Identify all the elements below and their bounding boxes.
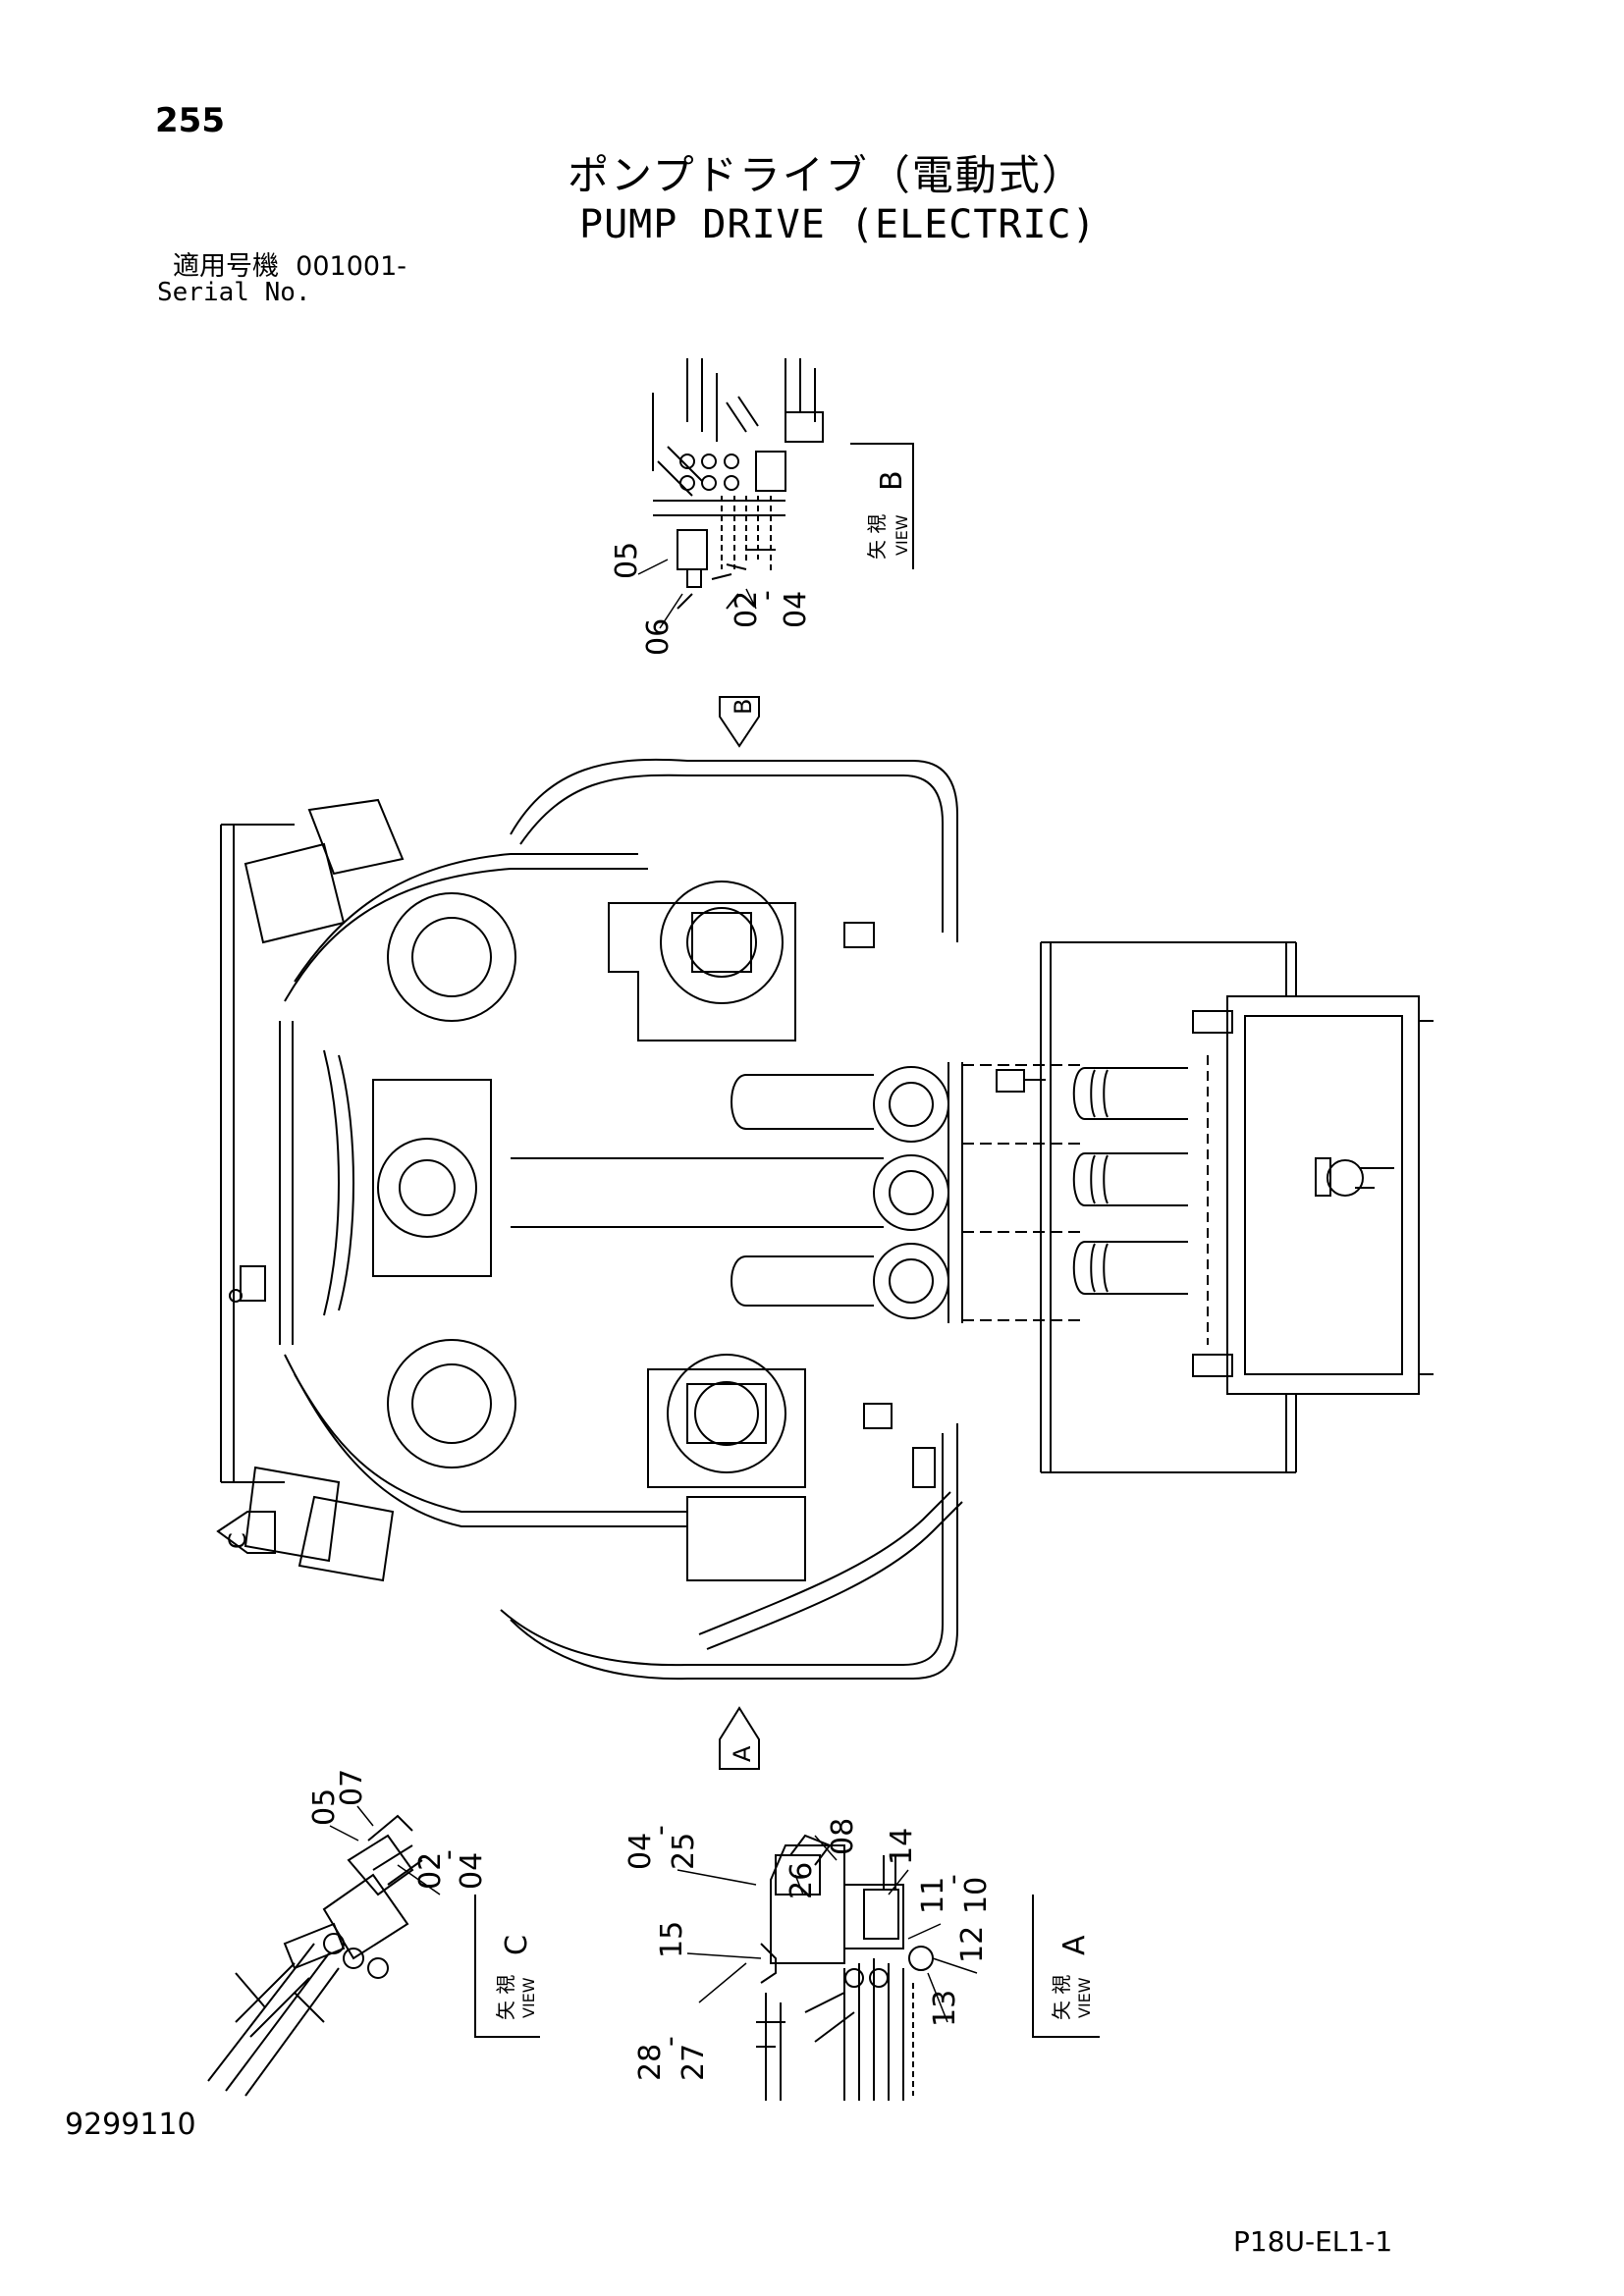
arrow-c-letter: C [224, 1532, 251, 1549]
view-a-detail [756, 1834, 934, 2101]
view-b-kanji: 矢 視 [865, 514, 889, 560]
callout-a-12: 12 [955, 1926, 990, 1963]
view-a-label: 矢 視 VIEW A [1032, 1895, 1100, 2038]
view-b-word: VIEW [893, 514, 911, 556]
arrow-a-letter: A [729, 1745, 756, 1762]
callout-b-06: 06 [641, 618, 676, 656]
view-c-word: VIEW [519, 1977, 538, 2018]
title-japanese: ポンプドライブ（電動式） [568, 151, 1085, 199]
view-b-letter: B [875, 470, 909, 491]
leader-lines [329, 559, 978, 2023]
serial-label-japanese: 適用号機 001001- [173, 253, 406, 280]
view-c-kanji: 矢 視 [494, 1975, 517, 2020]
callout-a-25: 25 [667, 1833, 701, 1870]
callout-c-dash: - [431, 1849, 465, 1860]
serial-value: 001001- [296, 251, 406, 282]
view-c-label: 矢 視 VIEW C [474, 1895, 540, 2038]
callout-a-13: 13 [928, 1990, 962, 2027]
callout-b-05: 05 [610, 542, 644, 579]
sheet-code: P18U-EL1-1 [1233, 2225, 1393, 2258]
callout-c-07: 07 [335, 1769, 369, 1806]
callout-a-dash3: - [653, 2036, 687, 2047]
callout-a-14: 14 [885, 1828, 919, 1865]
arrow-c: C [216, 1511, 276, 1554]
view-a-kanji: 矢 視 [1050, 1975, 1073, 2020]
callout-a-15: 15 [655, 1921, 689, 1958]
callout-a-11: 11 [916, 1877, 950, 1914]
title-english: PUMP DRIVE (ELECTRIC) [579, 202, 1097, 247]
callout-c-05: 05 [307, 1789, 342, 1826]
main-pump-assembly [220, 758, 1434, 1681]
callout-a-27: 27 [677, 2044, 711, 2081]
callout-c-02: 02 [413, 1852, 448, 1890]
callout-a-dash1: - [643, 1825, 677, 1836]
callout-a-28: 28 [633, 2044, 668, 2081]
callout-c-04: 04 [455, 1852, 489, 1890]
document-code: 9299110 [65, 2108, 196, 2142]
page-number: 255 [155, 101, 225, 140]
view-b-label: 矢 視 VIEW B [850, 443, 914, 569]
callout-a-04: 04 [623, 1833, 658, 1870]
serial-label-english: Serial No. [157, 278, 311, 307]
arrow-b-letter: B [730, 699, 757, 715]
view-a-word: VIEW [1075, 1977, 1094, 2018]
view-c-detail [207, 1814, 423, 2097]
callout-a-08: 08 [826, 1818, 860, 1855]
serial-label-jp-text: 適用号機 [173, 251, 279, 282]
arrow-b: B [719, 696, 760, 748]
callout-b-02: 02 [730, 591, 764, 628]
callout-a-10: 10 [959, 1877, 994, 1914]
view-b-detail [652, 358, 824, 610]
callout-a-26: 26 [785, 1862, 819, 1899]
callout-a-dash2: - [936, 1874, 970, 1885]
callout-b-04: 04 [779, 591, 813, 628]
view-a-letter: A [1057, 1935, 1092, 1955]
callout-b-dash: - [749, 590, 784, 601]
arrow-a: A [719, 1706, 760, 1770]
view-c-letter: C [500, 1935, 534, 1955]
